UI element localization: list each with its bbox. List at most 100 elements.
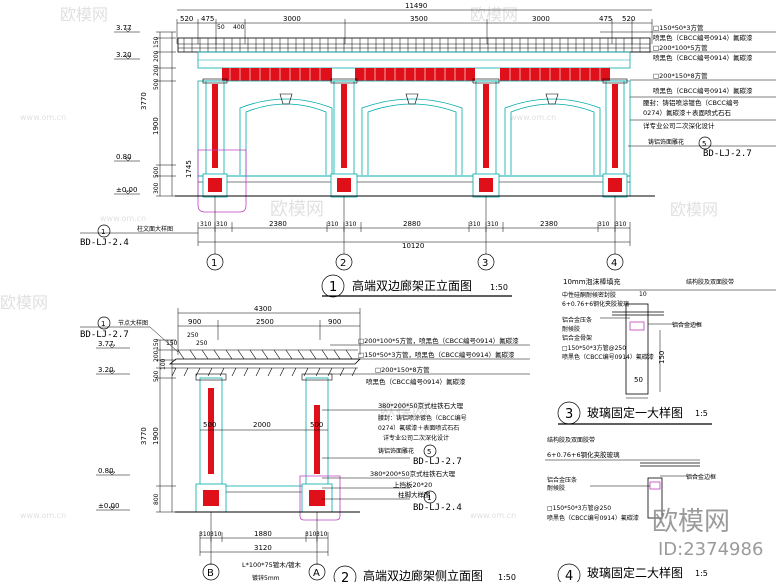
dim-label: 475 [201, 15, 214, 23]
note-text: □150*50*3方管@250 [562, 344, 626, 352]
note-text: 铝合金边框 [672, 321, 702, 329]
dim-label: 475 [599, 15, 612, 23]
level-mark: 3.20 [116, 51, 132, 59]
front-left-callout: 柱文面大样图 1 BD-LJ-2.4 [80, 224, 198, 248]
callout-num: 5 [427, 448, 431, 456]
dim-label: 310 [327, 221, 339, 228]
dim-label: 3500 [410, 15, 428, 23]
dim-label: 2380 [269, 220, 287, 228]
callout-code: BD-LJ-2.4 [80, 238, 129, 248]
dim-label: 310 [345, 221, 357, 228]
side-scale: 1:50 [498, 573, 516, 582]
front-title-text: 高端双边廊架正立面图 [352, 278, 472, 293]
title-num: 3 [565, 407, 573, 422]
callout-code: BD-LJ-2.7 [703, 149, 752, 159]
note-text: 铸铝饰面雕花 [378, 447, 414, 455]
front-scale: 1:50 [490, 283, 508, 292]
side-notes: □200*100*5方管，喷黑色（CBCC编号0914）氟碳漆 □150*50*… [322, 336, 530, 513]
dim-label: 10 [639, 291, 647, 298]
axis-label: B [207, 568, 214, 579]
dim-label: 2000 [253, 421, 271, 429]
level-mark: ±0.00 [116, 186, 137, 194]
dim-label: 310 [216, 221, 228, 228]
title-num: 1 [329, 280, 337, 295]
note-text: 380*200*50京式柱铁石大理 [378, 401, 464, 410]
level-mark: 0.80 [98, 467, 114, 475]
axis-label: 2 [340, 258, 346, 269]
front-levels: 3.77 3.20 0.80 ±0.00 [114, 24, 140, 195]
dim-label: 1900 [152, 427, 160, 445]
dim-label: 200 [153, 50, 160, 62]
dim-label: 500 [153, 78, 160, 90]
brand-id-text: ID:2374986 [658, 539, 763, 560]
dim-label: 200 [153, 64, 160, 76]
callout-code: BD-LJ-2.4 [413, 503, 462, 513]
dim-label: 310 [199, 531, 211, 538]
note-text: □200*100*5方管，喷黑色（CBCC编号0914）氟碳漆 [358, 336, 519, 345]
dim-label: 310 [200, 221, 212, 228]
dim-label: 150 [153, 338, 160, 350]
note-text: □150*50*3方管@250 [547, 504, 611, 512]
note-text: 喷黑色（CBCC编号0914）氟碳漆 [653, 33, 753, 42]
detail3-scale: 1:5 [695, 409, 708, 418]
note-text: 铝合金边框 [686, 473, 716, 481]
dim-label: 4300 [254, 305, 272, 313]
note-text: 380*200*50京式柱铁石大理 [370, 469, 456, 478]
dim-label: 1745 [185, 160, 193, 178]
note-text: 6+0.76+6钢化夹胶玻璃 [562, 300, 629, 308]
detail3-title: 玻璃固定一大样图 [587, 405, 683, 420]
watermark-url: www.om.cn [20, 511, 66, 520]
note-text: 中性硅酮耐候密封胶 [562, 291, 616, 299]
brand-watermark: 欧模网 ID:2374986 [652, 507, 763, 560]
callout-code: BD-LJ-2.7 [413, 457, 462, 467]
dim-label: 500 [153, 166, 160, 178]
note-text: 上挡板20*20 [393, 480, 432, 489]
dim-label: 3770 [140, 92, 148, 110]
note-text: 喷黑色（CBCC编号0914）氟碳漆 [547, 514, 639, 522]
front-columns [202, 78, 628, 177]
detail-3: 10 150 50 10mm泡沫棒填充 中性硅酮耐候密封胶 6+0.76+6钢化… [557, 277, 776, 425]
dim-label: 3000 [283, 15, 301, 23]
side-top-callout: 节点大样图 1 BD-LJ-2.7 [80, 316, 179, 353]
callout-label: 节点大样图 [118, 319, 148, 327]
dim-label: 3000 [532, 15, 550, 23]
front-notes: □150*50*3方管 喷黑色（CBCC编号0914）氟碳漆 □200*100*… [600, 23, 776, 159]
note-text: 喷黑色（CBCC编号0914）氟碳漆 [366, 377, 466, 386]
watermark-text: 欧模网 [60, 5, 108, 24]
note-text: 结构胶及双面胶带 [547, 436, 595, 444]
axis-label: A [313, 568, 320, 579]
level-mark: 3.20 [98, 366, 114, 374]
callout-code: BD-LJ-2.7 [80, 330, 129, 340]
dim-label: 500 [310, 421, 323, 429]
front-axes: 1 2 3 4 [206, 196, 624, 271]
side-levels: 3.77 3.20 0.80 ±0.00 [96, 340, 130, 511]
dim-label: 150 [658, 351, 666, 364]
dim-label: 300 [153, 182, 160, 194]
watermark-text: 欧模网 [270, 199, 324, 220]
dim-label: 100 [160, 358, 167, 370]
note-text: 喷黑色（CBCC编号0914）氟碳漆 [653, 53, 753, 62]
dim-label: 250 [196, 340, 208, 347]
note-text: 铝合金压条 [562, 316, 592, 324]
axis-label: 1 [211, 258, 217, 269]
front-title: 1 高端双边廊架正立面图 1:50 [321, 274, 512, 298]
note-text: □200*150*8方管 [375, 365, 430, 374]
note-text: 喷黑色（CBCC编号0914）氟碳漆 [562, 353, 654, 361]
dim-label: 520 [180, 15, 193, 23]
dim-label: 310 [210, 531, 222, 538]
callout-num: 1 [427, 494, 431, 502]
note-text: 0274）氟碳漆＋表面喷式石石 [378, 424, 459, 432]
note-text: 6+0.76+6钢化夹胶玻璃 [547, 450, 620, 459]
note-text: □150*50*3方管，喷黑色（CBCC编号0914）氟碳漆 [358, 350, 515, 359]
watermark-url: www.om.cn [470, 511, 516, 520]
level-mark: ±0.00 [98, 502, 119, 510]
dim-label: 900 [328, 318, 341, 326]
side-title: 2 高端双边廊架侧立面图 1:50 [333, 565, 516, 582]
dim-label: 310 [598, 221, 610, 228]
note-text: 结构胶及双面胶带 [686, 278, 734, 286]
dim-label: 3120 [254, 544, 272, 552]
dim-label: 250 [187, 332, 199, 339]
detail4-scale: 1:5 [695, 569, 708, 578]
axis-label: 3 [482, 258, 488, 269]
dim-label: 50 [634, 376, 643, 384]
